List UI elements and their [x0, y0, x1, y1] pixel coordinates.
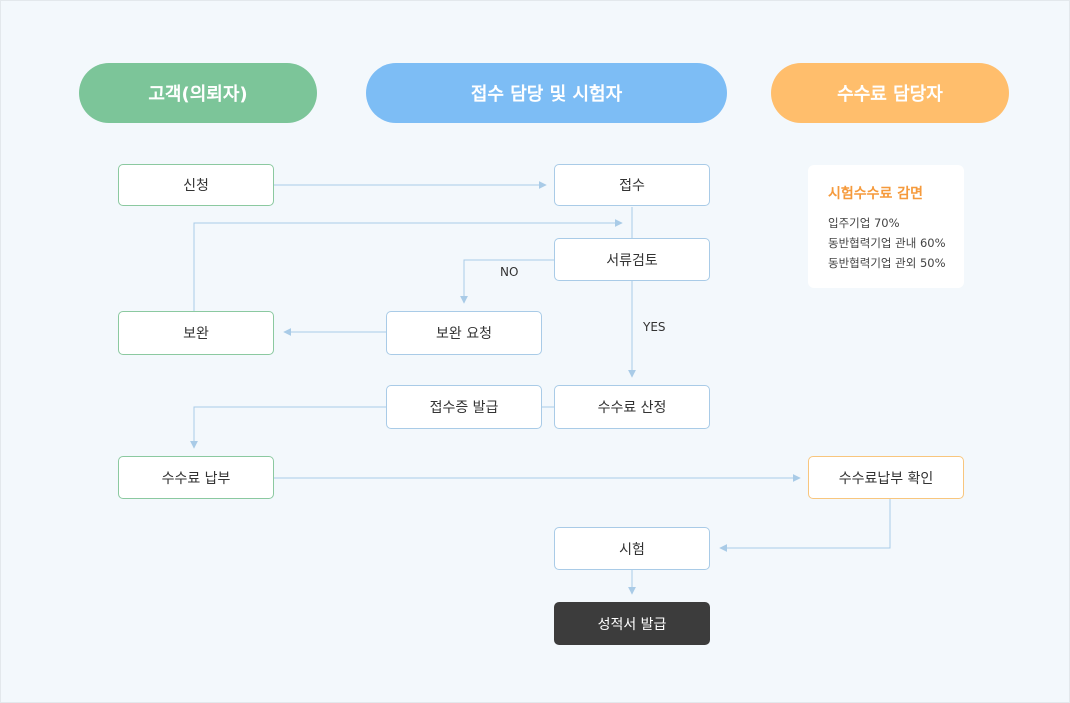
lane-reception: 접수 담당 및 시험자 — [366, 63, 727, 123]
node-report-issue: 성적서 발급 — [554, 602, 710, 645]
node-supplement: 보완 — [118, 311, 274, 355]
discount-line: 동반협력기업 관외 50% — [828, 256, 946, 270]
node-apply: 신청 — [118, 164, 274, 206]
discount-line: 입주기업 70% — [828, 216, 900, 230]
edge-supplement-loop — [193, 219, 623, 311]
lane-fee: 수수료 담당자 — [771, 63, 1009, 123]
node-doc-review: 서류검토 — [554, 238, 710, 281]
lane-customer: 고객(의뢰자) — [79, 63, 317, 123]
node-receipt-issue: 접수증 발급 — [386, 385, 542, 429]
edge-label-yes: YES — [643, 320, 666, 334]
discount-title: 시험수수료 감면 — [828, 186, 924, 202]
node-test: 시험 — [554, 527, 710, 570]
edge-label-no: NO — [500, 265, 519, 279]
node-receive: 접수 — [554, 164, 710, 206]
node-supplement-request: 보완 요청 — [386, 311, 542, 355]
edge-receipt-payment — [190, 406, 386, 449]
discount-notice: 시험수수료 감면 입주기업 70% 동반협력기업 관내 60% 동반협력기업 관… — [808, 165, 964, 288]
node-fee-calc: 수수료 산정 — [554, 385, 710, 429]
edge-review-no — [460, 259, 554, 304]
edge-confirm-test — [719, 499, 891, 552]
node-fee-confirm: 수수료납부 확인 — [808, 456, 964, 499]
node-fee-payment: 수수료 납부 — [118, 456, 274, 499]
discount-line: 동반협력기업 관내 60% — [828, 236, 946, 250]
